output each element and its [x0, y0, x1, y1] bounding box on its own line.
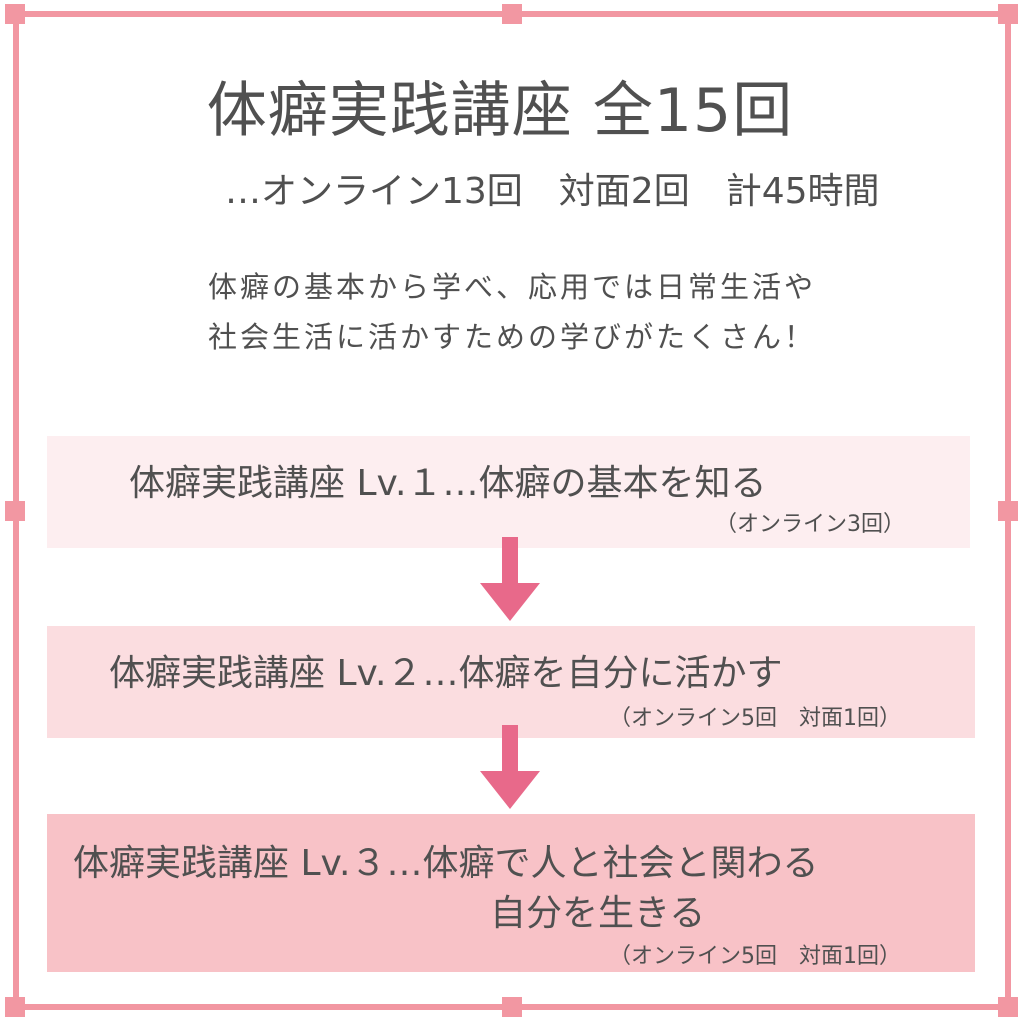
- level-1-box: 体癖実践講座 Lv.１…体癖の基本を知る （オンライン3回）: [47, 436, 970, 548]
- level-title-line2: 自分を生きる: [490, 893, 706, 934]
- level-2-box: 体癖実践講座 Lv.２…体癖を自分に活かす （オンライン5回 対面1回）: [47, 626, 975, 738]
- arrow-down-icon: [480, 537, 540, 621]
- page-title: 体癖実践講座 全15回: [206, 76, 794, 146]
- level-title: 体癖実践講座 Lv.２…体癖を自分に活かす: [109, 653, 783, 694]
- level-title: 体癖実践講座 Lv.１…体癖の基本を知る: [129, 463, 767, 504]
- description-line: 体癖の基本から学べ、応用では日常生活や: [207, 270, 816, 304]
- level-sessions: （オンライン5回 対面1回）: [609, 706, 901, 731]
- description: 体癖の基本から学べ、応用では日常生活や 社会生活に活かすための学びがたくさん！: [0, 262, 1024, 362]
- subtitle: …オンライン13回 対面2回 計45時間: [225, 171, 880, 212]
- level-3-box: 体癖実践講座 Lv.３…体癖で人と社会と関わる 自分を生きる （オンライン5回 …: [47, 814, 975, 972]
- level-title: 体癖実践講座 Lv.３…体癖で人と社会と関わる: [73, 843, 819, 884]
- level-sessions: （オンライン3回）: [715, 512, 905, 537]
- description-line: 社会生活に活かすための学びがたくさん！: [207, 320, 816, 354]
- arrow-down-icon: [480, 725, 540, 809]
- level-sessions: （オンライン5回 対面1回）: [609, 944, 901, 969]
